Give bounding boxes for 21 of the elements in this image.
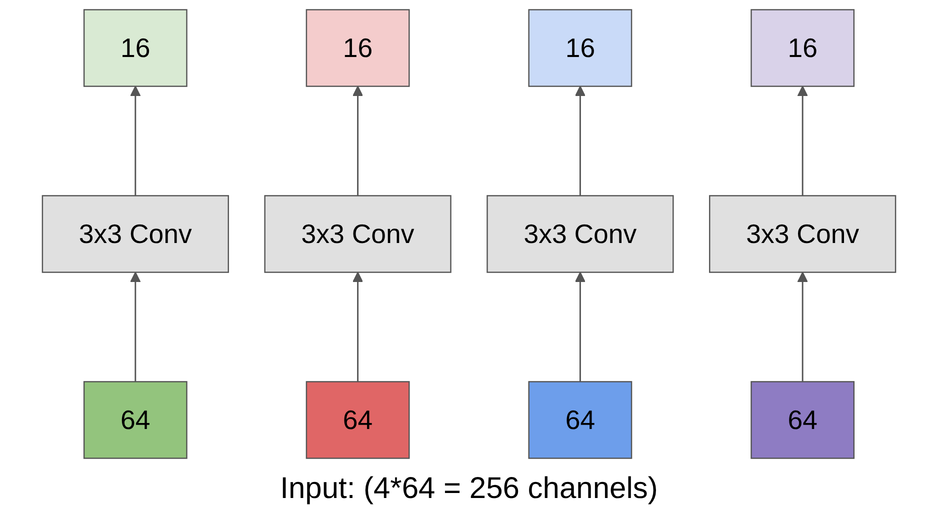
arrow <box>797 86 808 196</box>
node-box: 3x3 Conv <box>42 195 229 273</box>
arrow <box>574 272 586 382</box>
arrow <box>352 272 364 382</box>
arrow <box>574 86 586 196</box>
arrow <box>352 86 364 196</box>
node-box: 16 <box>306 9 410 87</box>
node-box: 3x3 Conv <box>264 195 452 273</box>
node-box: 64 <box>83 381 188 459</box>
node-box: 16 <box>83 9 188 87</box>
arrow <box>130 272 141 382</box>
node-box: 3x3 Conv <box>486 195 674 273</box>
node-box: 16 <box>750 9 855 87</box>
node-box: 3x3 Conv <box>709 195 896 273</box>
node-box: 64 <box>528 381 632 459</box>
arrow <box>797 272 808 382</box>
node-box: 16 <box>528 9 632 87</box>
node-box: 64 <box>750 381 855 459</box>
caption: Input: (4*64 = 256 channels) <box>280 471 658 507</box>
arrow <box>130 86 141 196</box>
node-box: 64 <box>306 381 410 459</box>
